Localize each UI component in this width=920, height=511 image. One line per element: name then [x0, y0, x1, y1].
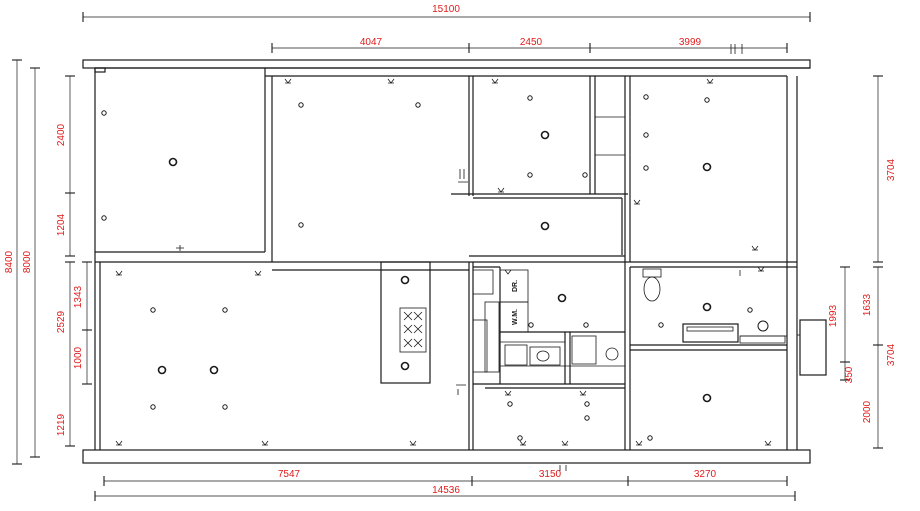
bathroom-fixtures: [504, 268, 787, 366]
outdoor-unit: [797, 319, 827, 376]
dim-left-8400: 8400: [4, 250, 15, 273]
dim-right-350: 350: [844, 366, 855, 383]
dim-top-overall: 15100: [432, 4, 460, 15]
washer-label: W.M.: [512, 309, 519, 325]
laundry-appliances: DR. W.M.: [472, 269, 529, 373]
dim-left-1000: 1000: [73, 346, 84, 369]
dimension-lines: 15100 4047 2450 3999 8400 8000 2400 1: [4, 4, 897, 501]
dim-left-2400: 2400: [56, 123, 67, 146]
dryer-label: DR.: [512, 280, 519, 292]
dim-top-3999: 3999: [679, 37, 702, 48]
dim-left-2529: 2529: [56, 310, 67, 333]
kitchen-island: [380, 261, 431, 384]
dim-bottom-14536: 14536: [432, 485, 460, 496]
dim-bottom-3270: 3270: [694, 469, 717, 480]
dim-right-1993: 1993: [828, 304, 839, 327]
dim-right-2000: 2000: [862, 400, 873, 423]
dim-right-3704-top: 3704: [886, 158, 897, 181]
dim-bottom-3150: 3150: [539, 469, 562, 480]
dim-left-1204: 1204: [56, 213, 67, 236]
dim-bottom-7547: 7547: [278, 469, 301, 480]
dim-left-8000: 8000: [22, 250, 33, 273]
walls: [82, 59, 811, 464]
electrical-symbols: [115, 78, 772, 471]
dim-right-1633: 1633: [862, 293, 873, 316]
dim-top-2450: 2450: [520, 37, 543, 48]
light-fixtures: [101, 94, 753, 441]
dim-right-3704-bottom: 3704: [886, 343, 897, 366]
dim-top-4047: 4047: [360, 37, 383, 48]
dim-left-1343: 1343: [73, 285, 84, 308]
dim-left-1219: 1219: [56, 413, 67, 436]
